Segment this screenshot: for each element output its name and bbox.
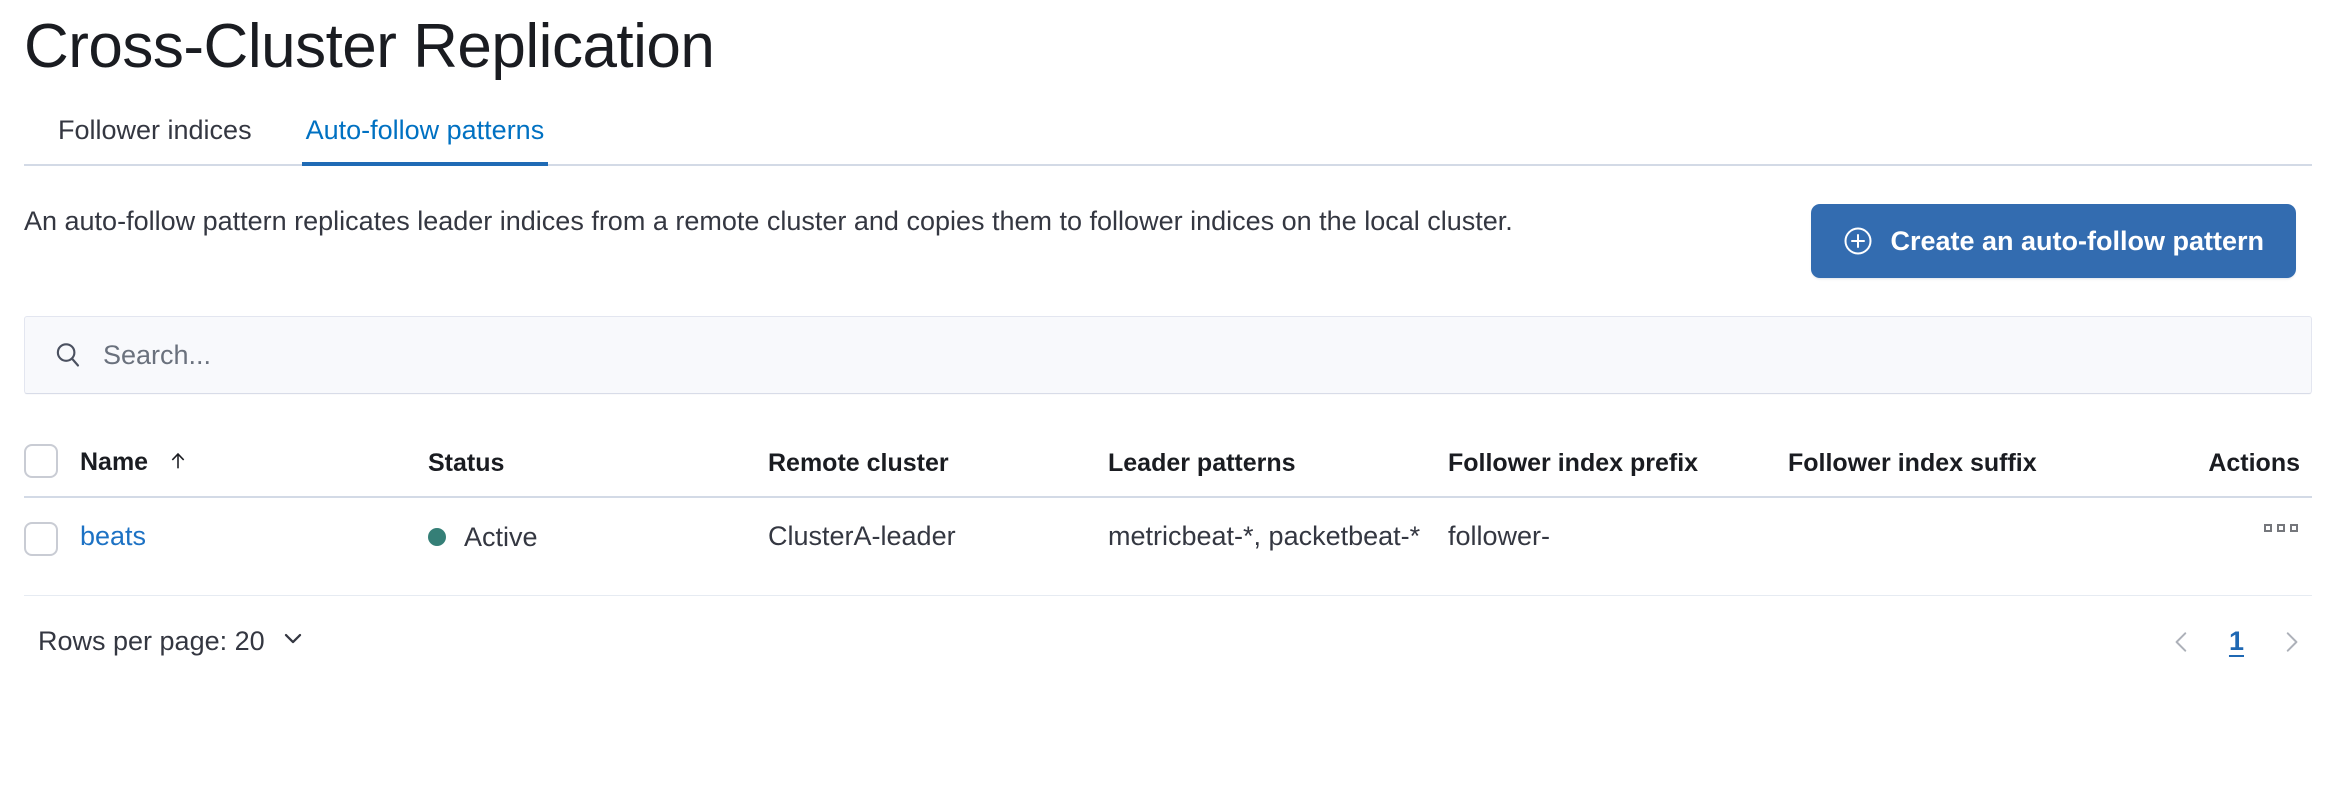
pagination: 1: [2169, 626, 2304, 657]
select-all-cell: [24, 443, 80, 483]
tab-bar: Follower indices Auto-follow patterns: [24, 94, 2312, 166]
rows-per-page-label: Rows per page: 20: [38, 626, 265, 656]
rows-per-page-selector[interactable]: Rows per page: 20: [38, 624, 307, 659]
column-header-status[interactable]: Status: [428, 448, 505, 477]
row-status-cell: Active: [428, 518, 768, 555]
chevron-left-icon[interactable]: [2169, 629, 2195, 655]
chevron-down-icon: [279, 624, 307, 659]
row-actions-cell: [2178, 518, 2312, 538]
search-input[interactable]: [103, 339, 2287, 371]
column-header-leader-patterns[interactable]: Leader patterns: [1108, 448, 1296, 477]
search-bar[interactable]: [24, 316, 2312, 394]
plus-in-circle-icon: [1843, 226, 1873, 256]
create-auto-follow-pattern-button[interactable]: Create an auto-follow pattern: [1811, 204, 2296, 278]
column-header-follower-index-prefix[interactable]: Follower index prefix: [1448, 448, 1699, 477]
row-name-link[interactable]: beats: [80, 521, 147, 551]
intro-row: An auto-follow pattern replicates leader…: [24, 166, 2312, 278]
create-auto-follow-pattern-button-label: Create an auto-follow pattern: [1890, 225, 2264, 256]
row-remote-cluster: ClusterA-leader: [768, 521, 956, 551]
select-all-checkbox[interactable]: [24, 443, 58, 478]
column-header-follower-index-suffix[interactable]: Follower index suffix: [1788, 448, 2037, 477]
table-header-row: Name Status Remote cluster Leader patter…: [24, 430, 2312, 498]
tab-follower-indices[interactable]: Follower indices: [54, 117, 256, 164]
column-header-name[interactable]: Name: [80, 448, 428, 479]
table-row: beats Active ClusterA-leader metricbeat-…: [24, 498, 2312, 596]
row-status-label: Active: [464, 522, 538, 552]
chevron-right-icon[interactable]: [2278, 629, 2304, 655]
pagination-page-1[interactable]: 1: [2228, 626, 2244, 656]
tab-follower-indices-label: Follower indices: [58, 115, 252, 145]
arrow-up-icon: [167, 450, 189, 479]
intro-description: An auto-follow pattern replicates leader…: [24, 206, 1513, 236]
column-header-name-label: Name: [80, 447, 149, 476]
status-dot-icon: [428, 528, 446, 547]
tab-auto-follow-patterns[interactable]: Auto-follow patterns: [301, 115, 549, 166]
row-select-checkbox[interactable]: [24, 522, 58, 556]
search-icon: [53, 340, 83, 370]
column-header-remote-cluster[interactable]: Remote cluster: [768, 448, 949, 477]
table-footer: Rows per page: 20 1: [24, 624, 2312, 659]
row-follower-index-prefix: follower-: [1448, 521, 1551, 551]
row-select-cell: [24, 518, 80, 561]
row-leader-patterns: metricbeat-*, packetbeat-*: [1108, 521, 1421, 551]
more-actions-icon[interactable]: [2262, 518, 2300, 538]
column-header-actions: Actions: [2208, 448, 2300, 477]
page-title: Cross-Cluster Replication: [24, 12, 715, 81]
tab-auto-follow-patterns-label: Auto-follow patterns: [305, 115, 545, 145]
auto-follow-patterns-table: Name Status Remote cluster Leader patter…: [24, 430, 2312, 596]
